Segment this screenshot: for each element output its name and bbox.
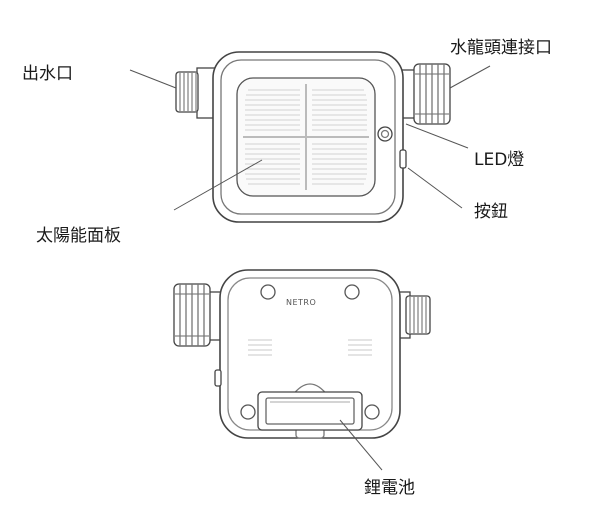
label-lithium-battery: 鋰電池 — [364, 478, 415, 498]
battery-leader — [339, 419, 383, 471]
label-outlet: 出水口 — [22, 64, 73, 84]
outlet-leader — [129, 69, 177, 89]
outlet-connector — [175, 67, 218, 119]
back-side-button — [214, 369, 222, 387]
led-light — [377, 126, 393, 142]
label-faucet-connector: 水龍頭連接口 — [450, 38, 552, 58]
solar-leader — [173, 159, 263, 211]
faucet-leader — [449, 65, 491, 89]
label-button: 按鈕 — [474, 202, 508, 222]
back-view — [173, 269, 431, 439]
label-solar-panel: 太陽能面板 — [36, 226, 121, 246]
label-led-light: LED燈 — [474, 150, 525, 170]
leader-lines-top — [129, 65, 491, 211]
solar-panel — [236, 77, 376, 197]
button-leader — [407, 167, 463, 209]
vent-lines — [248, 339, 372, 356]
back-left-connector — [173, 283, 225, 347]
side-button — [399, 149, 407, 169]
screw-holes — [240, 284, 380, 420]
battery-compartment — [257, 383, 363, 439]
front-view — [175, 51, 451, 223]
brand-logo: NETRO — [286, 298, 316, 307]
back-right-connector — [391, 291, 431, 339]
faucet-connector — [397, 63, 451, 125]
led-leader — [405, 123, 469, 149]
